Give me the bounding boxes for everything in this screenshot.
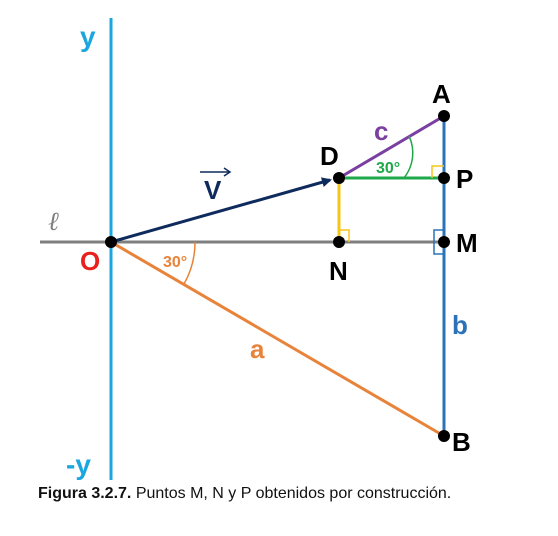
- label-segment-a: a: [250, 334, 265, 364]
- caption-label: Figura 3.2.7.: [38, 485, 132, 502]
- label-a: A: [432, 79, 451, 109]
- point-d: [333, 172, 345, 184]
- point-o: [105, 236, 117, 248]
- segment-c: [338, 114, 445, 180]
- right-angle-mark-p: [431, 165, 444, 178]
- figure-caption: Figura 3.2.7. Puntos M, N y P obtenidos …: [38, 485, 538, 503]
- label-segment-c: c: [374, 116, 388, 146]
- label-vector-v: V: [204, 175, 222, 205]
- caption-text: Puntos M, N y P obtenidos por construcci…: [135, 485, 452, 502]
- y-axis-label: y: [80, 21, 96, 52]
- point-p: [438, 172, 450, 184]
- vector-v: [110, 177, 332, 244]
- point-b: [438, 430, 450, 442]
- label-n: N: [329, 256, 348, 286]
- label-p: P: [456, 164, 473, 194]
- point-n: [333, 236, 345, 248]
- angle-label-o: 30°: [163, 254, 187, 271]
- neg-y-axis-label: -y: [66, 449, 91, 480]
- point-a: [438, 110, 450, 122]
- right-angle-mark-n: [339, 229, 350, 242]
- label-b: B: [452, 427, 471, 457]
- label-m: M: [456, 228, 478, 258]
- segment-a: [110, 240, 445, 438]
- line-l-label: ℓ: [48, 207, 59, 236]
- vector-overline-arrowhead: [223, 167, 232, 177]
- angle-arc-o: [183, 241, 196, 285]
- label-o: O: [80, 246, 100, 276]
- angle-label-a: 30°: [376, 160, 400, 177]
- point-m: [438, 236, 450, 248]
- construction-diagram: y -y ℓ O D N A P M B a b c V 30° 30°: [40, 18, 478, 480]
- label-d: D: [320, 141, 339, 171]
- label-segment-b: b: [452, 310, 468, 340]
- right-angle-mark-m: [433, 229, 444, 255]
- angle-arc-a: [403, 135, 414, 179]
